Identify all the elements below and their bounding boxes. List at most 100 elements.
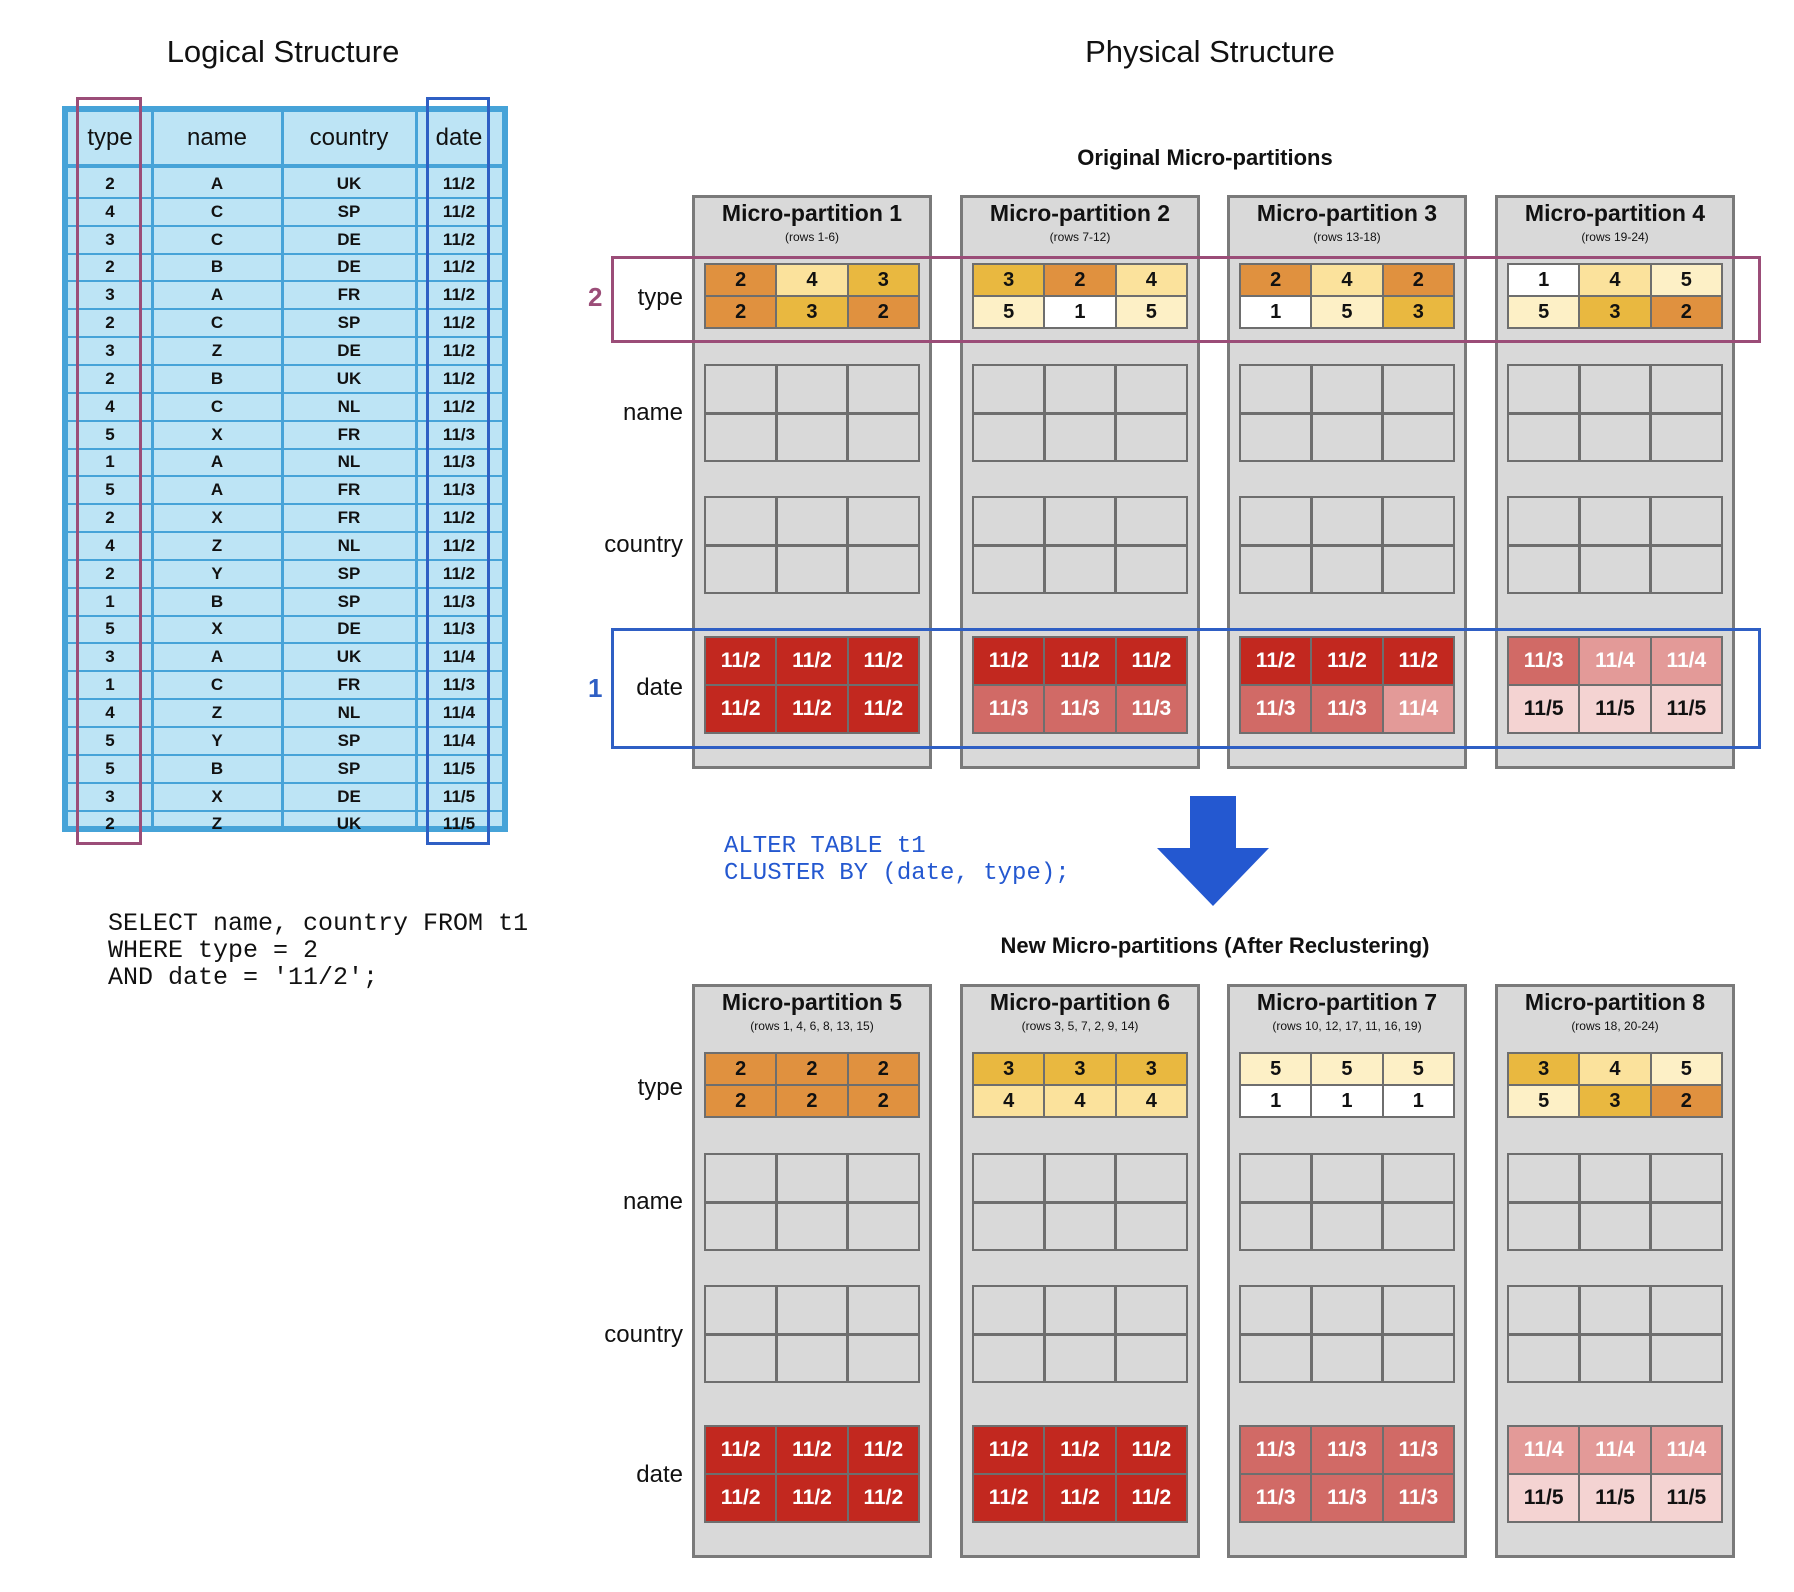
name-value-cell: [1045, 1155, 1115, 1201]
date-value-cell: 11/2: [777, 1427, 847, 1473]
country-value-cell: [849, 498, 918, 544]
country-value-cell: [706, 498, 775, 544]
cell-country: UK: [336, 173, 362, 193]
command-line-2: CLUSTER BY (date, type);: [724, 860, 1070, 887]
country-value-cell: [1045, 546, 1115, 592]
cell-name: B: [210, 257, 224, 277]
date-value-cell: 11/2: [1116, 1427, 1186, 1473]
type-value-cell: 4: [1580, 265, 1650, 295]
country-value-cell: [1241, 546, 1310, 592]
name-value-cell: [1580, 414, 1650, 460]
type-value-cell: 5: [1241, 1054, 1311, 1084]
date-value-cell: 11/3: [1383, 1427, 1453, 1473]
cell-type: 2: [105, 313, 115, 333]
cell-type: 3: [105, 786, 115, 806]
country-value-cell: [1312, 546, 1382, 592]
cell-country: UK: [336, 647, 362, 667]
cell-name: B: [210, 368, 224, 388]
cell-country: FR: [337, 508, 361, 528]
cell-name: X: [211, 424, 223, 444]
partition-title: Micro-partition 3: [1256, 200, 1438, 226]
cell-country: SP: [337, 201, 361, 221]
cell-name: C: [210, 675, 224, 695]
cell-type: 2: [105, 508, 115, 528]
type-value-cell: 4: [974, 1086, 1044, 1116]
name-value-cell: [777, 366, 847, 412]
country-value-cell: [1312, 1287, 1382, 1333]
cell-date: 11/2: [442, 563, 476, 583]
country-value-cell: [1045, 1335, 1115, 1381]
command-line-1: ALTER TABLE t1: [724, 833, 926, 860]
physical-structure-title: Physical Structure: [1085, 34, 1335, 69]
partition-rows: (rows 19-24): [1581, 230, 1649, 244]
country-value-cell: [1045, 498, 1115, 544]
cell-name: X: [211, 619, 223, 639]
column-divider: [415, 112, 418, 826]
cell-name: Y: [211, 730, 223, 750]
date-value-cell: 11/3: [1045, 686, 1115, 732]
country-value-cell: [849, 546, 918, 592]
name-value-cell: [777, 1155, 847, 1201]
partition-title: Micro-partition 7: [1256, 989, 1438, 1015]
country-value-cell: [849, 1287, 918, 1333]
cell-type: 4: [105, 396, 115, 416]
name-values-grid: [1507, 364, 1723, 462]
country-value-cell: [974, 546, 1043, 592]
type-value-cell: 2: [777, 1086, 847, 1116]
row-divider: [68, 280, 502, 283]
country-values-grid: [704, 496, 920, 594]
cell-date: 11/3: [442, 591, 476, 611]
type-value-cell: 5: [1383, 1054, 1453, 1084]
row-label-country-new: country: [604, 1321, 683, 1348]
type-value-cell: 5: [974, 297, 1044, 327]
country-value-cell: [1652, 1335, 1721, 1381]
cell-type: 3: [105, 285, 115, 305]
date-value-cell: 11/2: [848, 1475, 918, 1521]
new-partitions-heading: New Micro-partitions (After Reclustering…: [1000, 933, 1430, 958]
date-value-cell: 11/3: [1241, 686, 1311, 732]
cell-country: DE: [337, 786, 361, 806]
row-divider: [68, 363, 502, 366]
date-value-cell: 11/3: [1116, 686, 1186, 732]
cell-name: C: [210, 396, 224, 416]
row-divider: [68, 503, 502, 506]
name-values-grid: [972, 1153, 1188, 1251]
name-value-cell: [1312, 366, 1382, 412]
country-values-grid: [972, 1285, 1188, 1383]
name-value-cell: [1241, 1155, 1310, 1201]
query-line-3: AND date = '11/2';: [108, 963, 379, 992]
cell-country: SP: [337, 758, 361, 778]
country-value-cell: [1580, 1335, 1650, 1381]
cell-type: 4: [105, 201, 115, 221]
type-value-cell: 1: [1383, 1086, 1453, 1116]
row-divider: [68, 586, 502, 589]
country-values-grid: [1507, 496, 1723, 594]
cell-name: A: [210, 647, 224, 667]
row-divider: [68, 726, 502, 728]
date-value-cell: 11/2: [1045, 1427, 1115, 1473]
cell-name: Z: [211, 535, 223, 555]
name-value-cell: [1652, 366, 1721, 412]
cell-type: 3: [105, 340, 115, 360]
cell-type: 2: [105, 368, 115, 388]
name-value-cell: [974, 1203, 1043, 1249]
cell-country: NL: [337, 535, 361, 555]
cell-type: 5: [105, 619, 115, 639]
type-column-highlight: [76, 97, 142, 845]
name-value-cell: [1117, 366, 1186, 412]
name-value-cell: [1509, 366, 1578, 412]
date-value-cell: 11/2: [1045, 638, 1115, 684]
row-divider: [68, 419, 502, 422]
row-divider: [68, 531, 502, 534]
type-value-cell: 2: [706, 1086, 776, 1116]
country-value-cell: [1117, 1287, 1186, 1333]
type-value-cell: 3: [1045, 1054, 1115, 1084]
partition-title: Micro-partition 1: [721, 200, 903, 226]
name-value-cell: [1580, 1155, 1650, 1201]
partition-rows: (rows 10, 12, 17, 11, 16, 19): [1272, 1019, 1422, 1033]
cell-country: UK: [336, 368, 362, 388]
